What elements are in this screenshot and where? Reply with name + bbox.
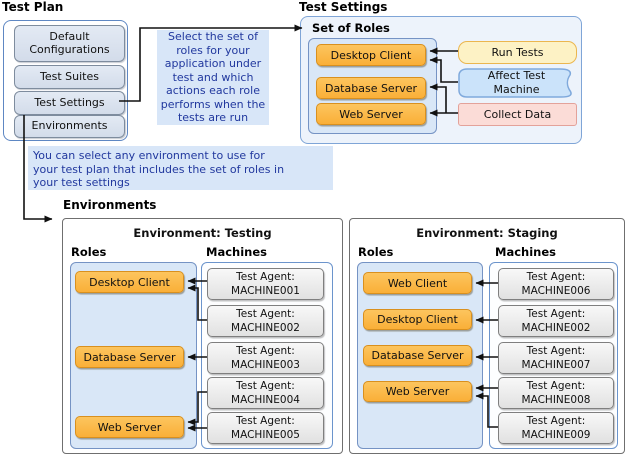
testing-role-desktop-client: Desktop Client bbox=[75, 271, 184, 293]
staging-role-web-client: Web Client bbox=[363, 272, 472, 294]
machine-prefix: Test Agent: bbox=[236, 307, 295, 320]
staging-machine-008: Test Agent: MACHINE008 bbox=[498, 377, 614, 409]
machine-name: MACHINE003 bbox=[231, 359, 300, 371]
staging-machine-006: Test Agent: MACHINE006 bbox=[498, 268, 614, 300]
machine-prefix: Test Agent: bbox=[236, 379, 295, 392]
machine-prefix: Test Agent: bbox=[526, 307, 586, 320]
machine-prefix: Test Agent: bbox=[236, 344, 295, 357]
machine-name: MACHINE005 bbox=[231, 429, 300, 441]
staging-machine-002: Test Agent: MACHINE002 bbox=[498, 305, 614, 337]
testing-machine-003: Test Agent: MACHINE003 bbox=[207, 342, 324, 374]
test-suites-node: Test Suites bbox=[14, 65, 125, 89]
select-environment-annotation: You can select any environment to use fo… bbox=[28, 146, 333, 190]
testing-machine-004: Test Agent: MACHINE004 bbox=[207, 377, 324, 409]
environments-section-title: Environments bbox=[63, 198, 157, 212]
affect-test-machine-label: Affect Test Machine bbox=[487, 69, 546, 96]
select-roles-annotation: Select the set of roles for your applica… bbox=[157, 30, 269, 125]
testing-machine-001: Test Agent: MACHINE001 bbox=[207, 268, 324, 300]
machine-name: MACHINE008 bbox=[521, 394, 591, 406]
collect-data-shape: Collect Data bbox=[458, 103, 577, 126]
testing-role-web-server: Web Server bbox=[75, 416, 184, 438]
machine-name: MACHINE009 bbox=[521, 429, 591, 441]
wave-shape-icon bbox=[458, 68, 572, 98]
test-settings-title: Test Settings bbox=[299, 0, 388, 14]
test-plan-title: Test Plan bbox=[2, 0, 64, 14]
machine-prefix: Test Agent: bbox=[236, 414, 295, 427]
machine-name: MACHINE006 bbox=[521, 285, 591, 297]
machine-prefix: Test Agent: bbox=[526, 414, 586, 427]
environment-testing-title: Environment: Testing bbox=[133, 226, 272, 240]
testing-machines-label: Machines bbox=[206, 245, 267, 259]
run-tests-shape: Run Tests bbox=[458, 41, 577, 64]
set-of-roles-label: Set of Roles bbox=[312, 21, 390, 35]
machine-prefix: Test Agent: bbox=[236, 270, 295, 283]
testing-roles-label: Roles bbox=[71, 245, 107, 259]
machine-prefix: Test Agent: bbox=[526, 270, 586, 283]
role-database-server-settings: Database Server bbox=[316, 77, 426, 99]
environment-staging-title: Environment: Staging bbox=[416, 226, 558, 240]
test-settings-node: Test Settings bbox=[14, 91, 125, 115]
role-desktop-client-settings: Desktop Client bbox=[316, 44, 426, 66]
staging-machines-label: Machines bbox=[495, 245, 556, 259]
testing-machine-002: Test Agent: MACHINE002 bbox=[207, 305, 324, 337]
default-configurations-node: Default Configurations bbox=[14, 25, 125, 62]
environments-node: Environments bbox=[14, 115, 125, 138]
machine-name: MACHINE007 bbox=[521, 359, 591, 371]
staging-machine-007: Test Agent: MACHINE007 bbox=[498, 342, 614, 374]
test-plan-box: Default Configurations Test Suites Test … bbox=[3, 20, 128, 141]
staging-role-desktop-client: Desktop Client bbox=[363, 309, 472, 330]
machine-name: MACHINE002 bbox=[521, 322, 591, 334]
role-web-server-settings: Web Server bbox=[316, 103, 426, 125]
machine-prefix: Test Agent: bbox=[526, 344, 586, 357]
machine-name: MACHINE002 bbox=[231, 322, 300, 334]
affect-test-machine-shape: Affect Test Machine bbox=[458, 68, 575, 98]
testing-machine-005: Test Agent: MACHINE005 bbox=[207, 412, 324, 444]
testing-role-database-server: Database Server bbox=[75, 346, 184, 368]
machine-name: MACHINE004 bbox=[231, 394, 300, 406]
staging-role-web-server: Web Server bbox=[363, 381, 472, 402]
staging-machine-009: Test Agent: MACHINE009 bbox=[498, 412, 614, 444]
machine-prefix: Test Agent: bbox=[526, 379, 586, 392]
staging-roles-label: Roles bbox=[358, 245, 394, 259]
staging-role-database-server: Database Server bbox=[363, 345, 472, 366]
machine-name: MACHINE001 bbox=[231, 285, 300, 297]
